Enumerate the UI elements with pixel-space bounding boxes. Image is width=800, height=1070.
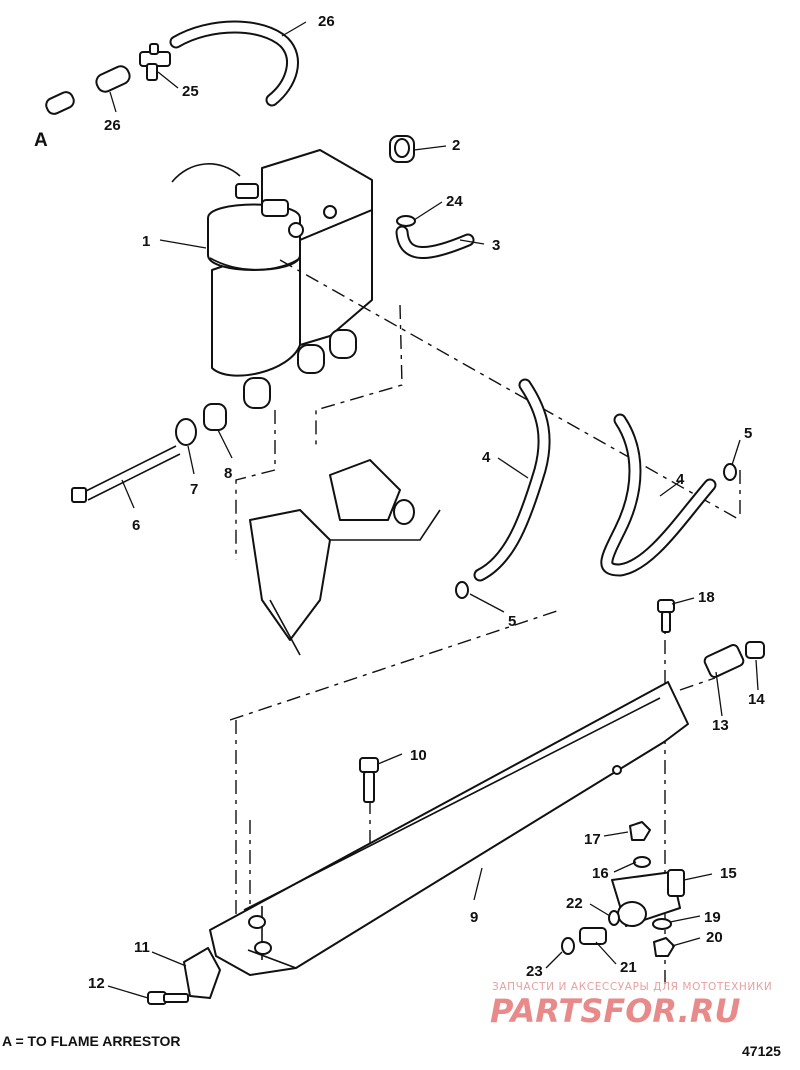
bolt-6 <box>71 445 181 503</box>
callout-20: 20 <box>706 929 723 946</box>
o-ring-22 <box>608 910 620 926</box>
mounting-bracket-ghost <box>249 459 441 656</box>
hose-26-lower <box>45 65 131 115</box>
callout-12: 12 <box>88 975 105 992</box>
pressure-regulator-15 <box>611 869 685 927</box>
callout-5-lower: 5 <box>508 613 516 630</box>
callout-17: 17 <box>584 831 601 848</box>
callout-6: 6 <box>132 517 140 534</box>
washer-7 <box>175 418 197 446</box>
callout-2: 2 <box>452 137 460 154</box>
callout-4-right: 4 <box>676 471 685 488</box>
callout-16: 16 <box>592 865 609 882</box>
grommet-2 <box>389 135 415 163</box>
callout-leader-lines <box>107 21 759 999</box>
watermark-logo: PARTSFOR.RU <box>490 992 740 1030</box>
o-ring-23 <box>561 937 575 955</box>
o-ring-16 <box>633 856 651 868</box>
screw-12 <box>147 991 189 1005</box>
callout-10: 10 <box>410 747 427 764</box>
callout-11: 11 <box>134 939 150 956</box>
callout-25: 25 <box>182 83 199 100</box>
callout-26-lower: 26 <box>104 117 121 134</box>
callout-26-upper: 26 <box>318 13 335 30</box>
footnote: A = TO FLAME ARRESTOR <box>2 1033 181 1049</box>
callout-1: 1 <box>142 233 150 250</box>
nut-20 <box>653 937 675 957</box>
callout-14: 14 <box>748 691 765 708</box>
figure-number: 47125 <box>742 1043 781 1059</box>
watermark-tagline: ЗАПЧАСТИ И АКСЕССУАРЫ ДЛЯ МОТОТЕХНИКИ <box>492 981 772 993</box>
clip-11 <box>183 947 221 999</box>
callout-23: 23 <box>526 963 543 980</box>
callout-5-upper: 5 <box>744 425 752 442</box>
vent-hose-26-upper <box>169 20 299 107</box>
hose-3 <box>395 225 475 259</box>
callout-3: 3 <box>492 237 500 254</box>
fuel-rail-9 <box>209 681 689 976</box>
callout-19: 19 <box>704 909 721 926</box>
callout-labels: 1 2 3 4 4 5 5 6 7 8 9 10 11 12 13 14 15 … <box>88 13 765 992</box>
o-ring-5-upper <box>723 463 737 481</box>
callout-15: 15 <box>720 865 737 882</box>
fuel-filter-assembly-1 <box>171 149 373 409</box>
callout-9: 9 <box>470 909 478 926</box>
callout-7: 7 <box>190 481 198 498</box>
callout-22: 22 <box>566 895 583 912</box>
callout-8: 8 <box>224 465 232 482</box>
washer-19 <box>652 918 672 930</box>
nut-17 <box>629 821 651 841</box>
callout-13: 13 <box>712 717 729 734</box>
cap-14 <box>745 641 765 659</box>
clamp-24 <box>396 215 416 227</box>
callout-4-left: 4 <box>482 449 491 466</box>
callout-18: 18 <box>698 589 715 606</box>
assembly-dashed-lines <box>229 259 741 990</box>
fuel-line-4-left <box>473 378 551 582</box>
fitting-21 <box>579 927 607 945</box>
tee-fitting-25 <box>139 43 171 81</box>
view-label-a: A <box>34 130 48 151</box>
fuel-line-4-right <box>600 413 717 577</box>
screw-18 <box>657 599 675 633</box>
o-ring-5-lower <box>455 581 469 599</box>
grommet-8 <box>203 403 227 431</box>
screw-10 <box>359 757 379 803</box>
callout-24: 24 <box>446 193 463 210</box>
callout-21: 21 <box>620 959 637 976</box>
sensor-13 <box>703 644 745 678</box>
